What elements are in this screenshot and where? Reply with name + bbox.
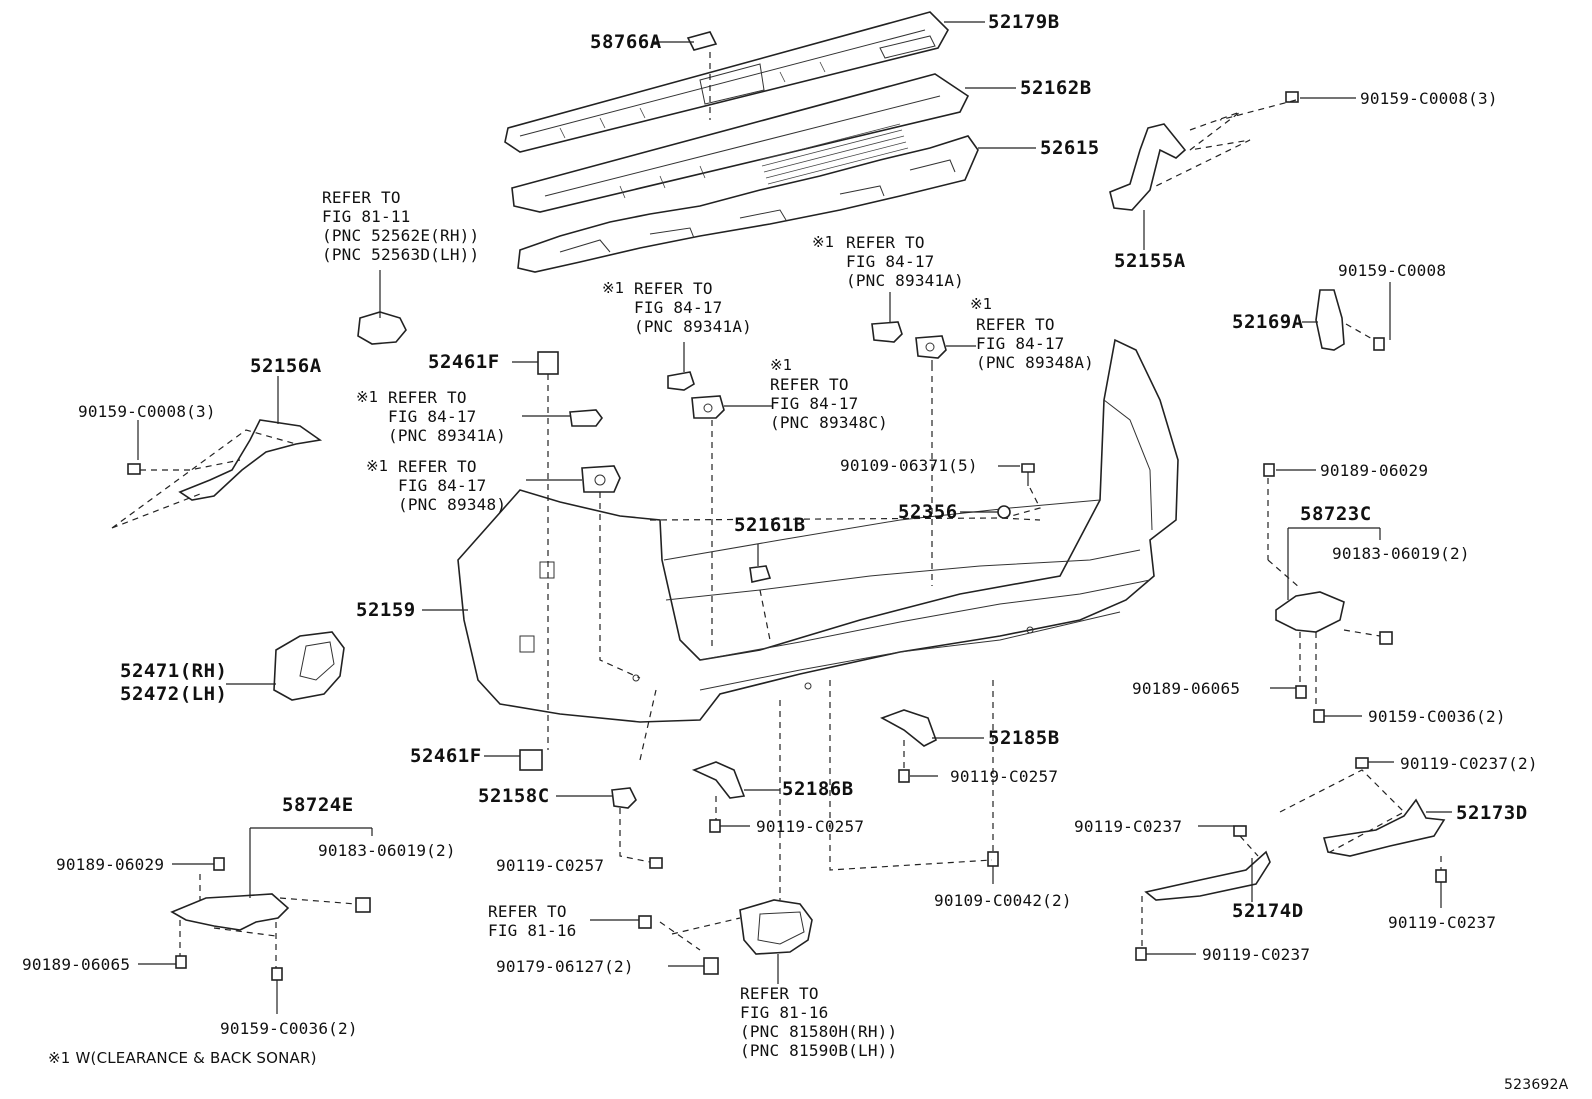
label-90119-c0237-a[interactable]: 90119-C0237 xyxy=(1074,817,1183,836)
label-90109-06371[interactable]: 90109-06371(5) xyxy=(840,456,978,475)
label-90119-c0257-b[interactable]: 90119-C0257 xyxy=(756,817,865,836)
part-90183-06019-nut-right xyxy=(1379,631,1393,645)
part-52155A-bracket xyxy=(1109,123,1187,211)
label-90189-06065-left[interactable]: 90189-06065 xyxy=(22,955,131,974)
label-90119-c0237-2[interactable]: 90119-C0237(2) xyxy=(1400,754,1538,773)
part-52158C-bracket xyxy=(611,787,637,809)
label-90179-06127[interactable]: 90179-06127(2) xyxy=(496,957,634,976)
part-52173D-bracket xyxy=(1322,798,1446,857)
part-58766A-clip xyxy=(686,31,718,51)
refer-mark-d: ※1 xyxy=(770,356,793,374)
part-rear-fog-lamp xyxy=(739,899,813,955)
label-52161B[interactable]: 52161B xyxy=(734,514,806,536)
refer-fig-84-17-89348A[interactable]: REFER TO FIG 84-17 (PNC 89348A) xyxy=(976,315,1094,372)
label-52472-lh[interactable]: 52472(LH) xyxy=(120,683,228,705)
part-sensor-89348C-mid xyxy=(691,395,725,419)
part-reference-81-11-bracket xyxy=(357,311,407,345)
label-52156A[interactable]: 52156A xyxy=(250,355,322,377)
label-90119-c0237-b[interactable]: 90119-C0237 xyxy=(1202,945,1311,964)
label-52185B[interactable]: 52185B xyxy=(988,727,1060,749)
part-52615-absorber xyxy=(517,135,979,273)
part-sensor-89348-left xyxy=(581,465,621,493)
label-90119-c0237-c[interactable]: 90119-C0237 xyxy=(1388,913,1497,932)
part-52461F-pad-top xyxy=(537,351,559,375)
part-58724E-retainer xyxy=(170,893,290,931)
label-90159-c0036-right[interactable]: 90159-C0036(2) xyxy=(1368,707,1506,726)
part-sensor-89348A-right xyxy=(915,335,947,359)
part-sensor-89341A-left xyxy=(569,409,603,427)
part-90179-06127-nut xyxy=(703,957,719,975)
label-90183-06019-right[interactable]: 90183-06019(2) xyxy=(1332,544,1470,563)
part-90159-c0036-bolt-right xyxy=(1313,709,1325,723)
label-52155A[interactable]: 52155A xyxy=(1114,250,1186,272)
part-52161B-clip xyxy=(749,544,772,583)
refer-mark-a: ※1 xyxy=(602,279,625,297)
label-90159-c0008[interactable]: 90159-C0008 xyxy=(1338,261,1447,280)
part-52471-reflector xyxy=(273,631,345,701)
refer-mark-f: ※1 xyxy=(970,295,993,313)
label-90119-c0257-a[interactable]: 90119-C0257 xyxy=(950,767,1059,786)
refer-mark-e: ※1 xyxy=(366,457,389,475)
label-52186B[interactable]: 52186B xyxy=(782,778,854,800)
label-52158C[interactable]: 52158C xyxy=(478,785,550,807)
refer-fig-81-16-a[interactable]: REFER TO FIG 81-16 xyxy=(488,902,577,940)
part-52356-nut xyxy=(997,505,1011,519)
part-52159-bumper-cover xyxy=(457,338,1179,723)
part-90189-06065-bolt-right xyxy=(1295,685,1307,699)
refer-fig-84-17-89341A-right[interactable]: REFER TO FIG 84-17 (PNC 89341A) xyxy=(846,233,964,290)
label-90109-c0042[interactable]: 90109-C0042(2) xyxy=(934,891,1072,910)
label-52615[interactable]: 52615 xyxy=(1040,137,1100,159)
refer-fig-81-16-b[interactable]: REFER TO FIG 81-16 (PNC 81580H(RH)) (PNC… xyxy=(740,984,898,1060)
label-52174D[interactable]: 52174D xyxy=(1232,900,1304,922)
part-90109-06371-bolt xyxy=(1021,463,1035,486)
label-52461F-top[interactable]: 52461F xyxy=(428,351,500,373)
leader-lines xyxy=(137,21,1452,1014)
label-58724E[interactable]: 58724E xyxy=(282,794,354,816)
part-52169A-bracket xyxy=(1315,289,1345,351)
label-52173D[interactable]: 52173D xyxy=(1456,802,1528,824)
part-52186B-bracket xyxy=(691,761,746,799)
part-52185B-bracket xyxy=(880,709,937,747)
part-52461F-pad-bottom xyxy=(519,749,543,771)
refer-fig-81-11[interactable]: REFER TO FIG 81-11 (PNC 52562E(RH)) (PNC… xyxy=(322,188,480,264)
label-52159[interactable]: 52159 xyxy=(356,599,416,621)
label-90183-06019-left[interactable]: 90183-06019(2) xyxy=(318,841,456,860)
label-58723C[interactable]: 58723C xyxy=(1300,503,1372,525)
label-90119-c0257-c[interactable]: 90119-C0257 xyxy=(496,856,605,875)
label-52461F-bottom[interactable]: 52461F xyxy=(410,745,482,767)
label-90159-c0036-left[interactable]: 90159-C0036(2) xyxy=(220,1019,358,1038)
refer-fig-84-17-89348C[interactable]: REFER TO FIG 84-17 (PNC 89348C) xyxy=(770,375,888,432)
label-90159-c0008-3-left[interactable]: 90159-C0008(3) xyxy=(78,402,216,421)
footnote: ※1 W(CLEARANCE & BACK SONAR) xyxy=(48,1049,317,1067)
label-52471-rh[interactable]: 52471(RH) xyxy=(120,660,228,682)
label-90159-c0008-3-top[interactable]: 90159-C0008(3) xyxy=(1360,89,1498,108)
part-sensor-89341A-mid xyxy=(667,371,695,391)
label-90189-06029-right[interactable]: 90189-06029 xyxy=(1320,461,1429,480)
part-bolts xyxy=(127,91,1447,981)
label-58766A[interactable]: 58766A xyxy=(590,31,662,53)
label-52162B[interactable]: 52162B xyxy=(1020,77,1092,99)
label-90189-06065-right[interactable]: 90189-06065 xyxy=(1132,679,1241,698)
label-52169A[interactable]: 52169A xyxy=(1232,311,1304,333)
diagram-code: 523692A xyxy=(1504,1077,1569,1093)
label-90189-06029-left[interactable]: 90189-06029 xyxy=(56,855,165,874)
refer-mark-b: ※1 xyxy=(812,233,835,251)
part-90183-06019-nut-left xyxy=(355,897,371,913)
part-90189-06029-bolt-right xyxy=(1263,463,1275,477)
label-52356[interactable]: 52356 xyxy=(898,501,958,523)
refer-fig-84-17-89341A-left[interactable]: REFER TO FIG 84-17 (PNC 89341A) xyxy=(388,388,506,445)
part-52179B-step-plate xyxy=(504,11,949,153)
part-52156A-bracket xyxy=(178,419,323,501)
refer-fig-84-17-89341A-mid[interactable]: REFER TO FIG 84-17 (PNC 89341A) xyxy=(634,279,752,336)
part-52174D-bracket xyxy=(1144,850,1271,901)
part-sensor-89341A-right xyxy=(871,321,903,343)
part-58723C-retainer xyxy=(1275,591,1345,633)
part-52162B-scuff-plate xyxy=(511,73,970,213)
refer-mark-c: ※1 xyxy=(356,388,379,406)
label-52179B[interactable]: 52179B xyxy=(988,11,1060,33)
refer-fig-84-17-89348[interactable]: REFER TO FIG 84-17 (PNC 89348) xyxy=(398,457,507,514)
assembly-dashed-lines xyxy=(111,52,1442,968)
